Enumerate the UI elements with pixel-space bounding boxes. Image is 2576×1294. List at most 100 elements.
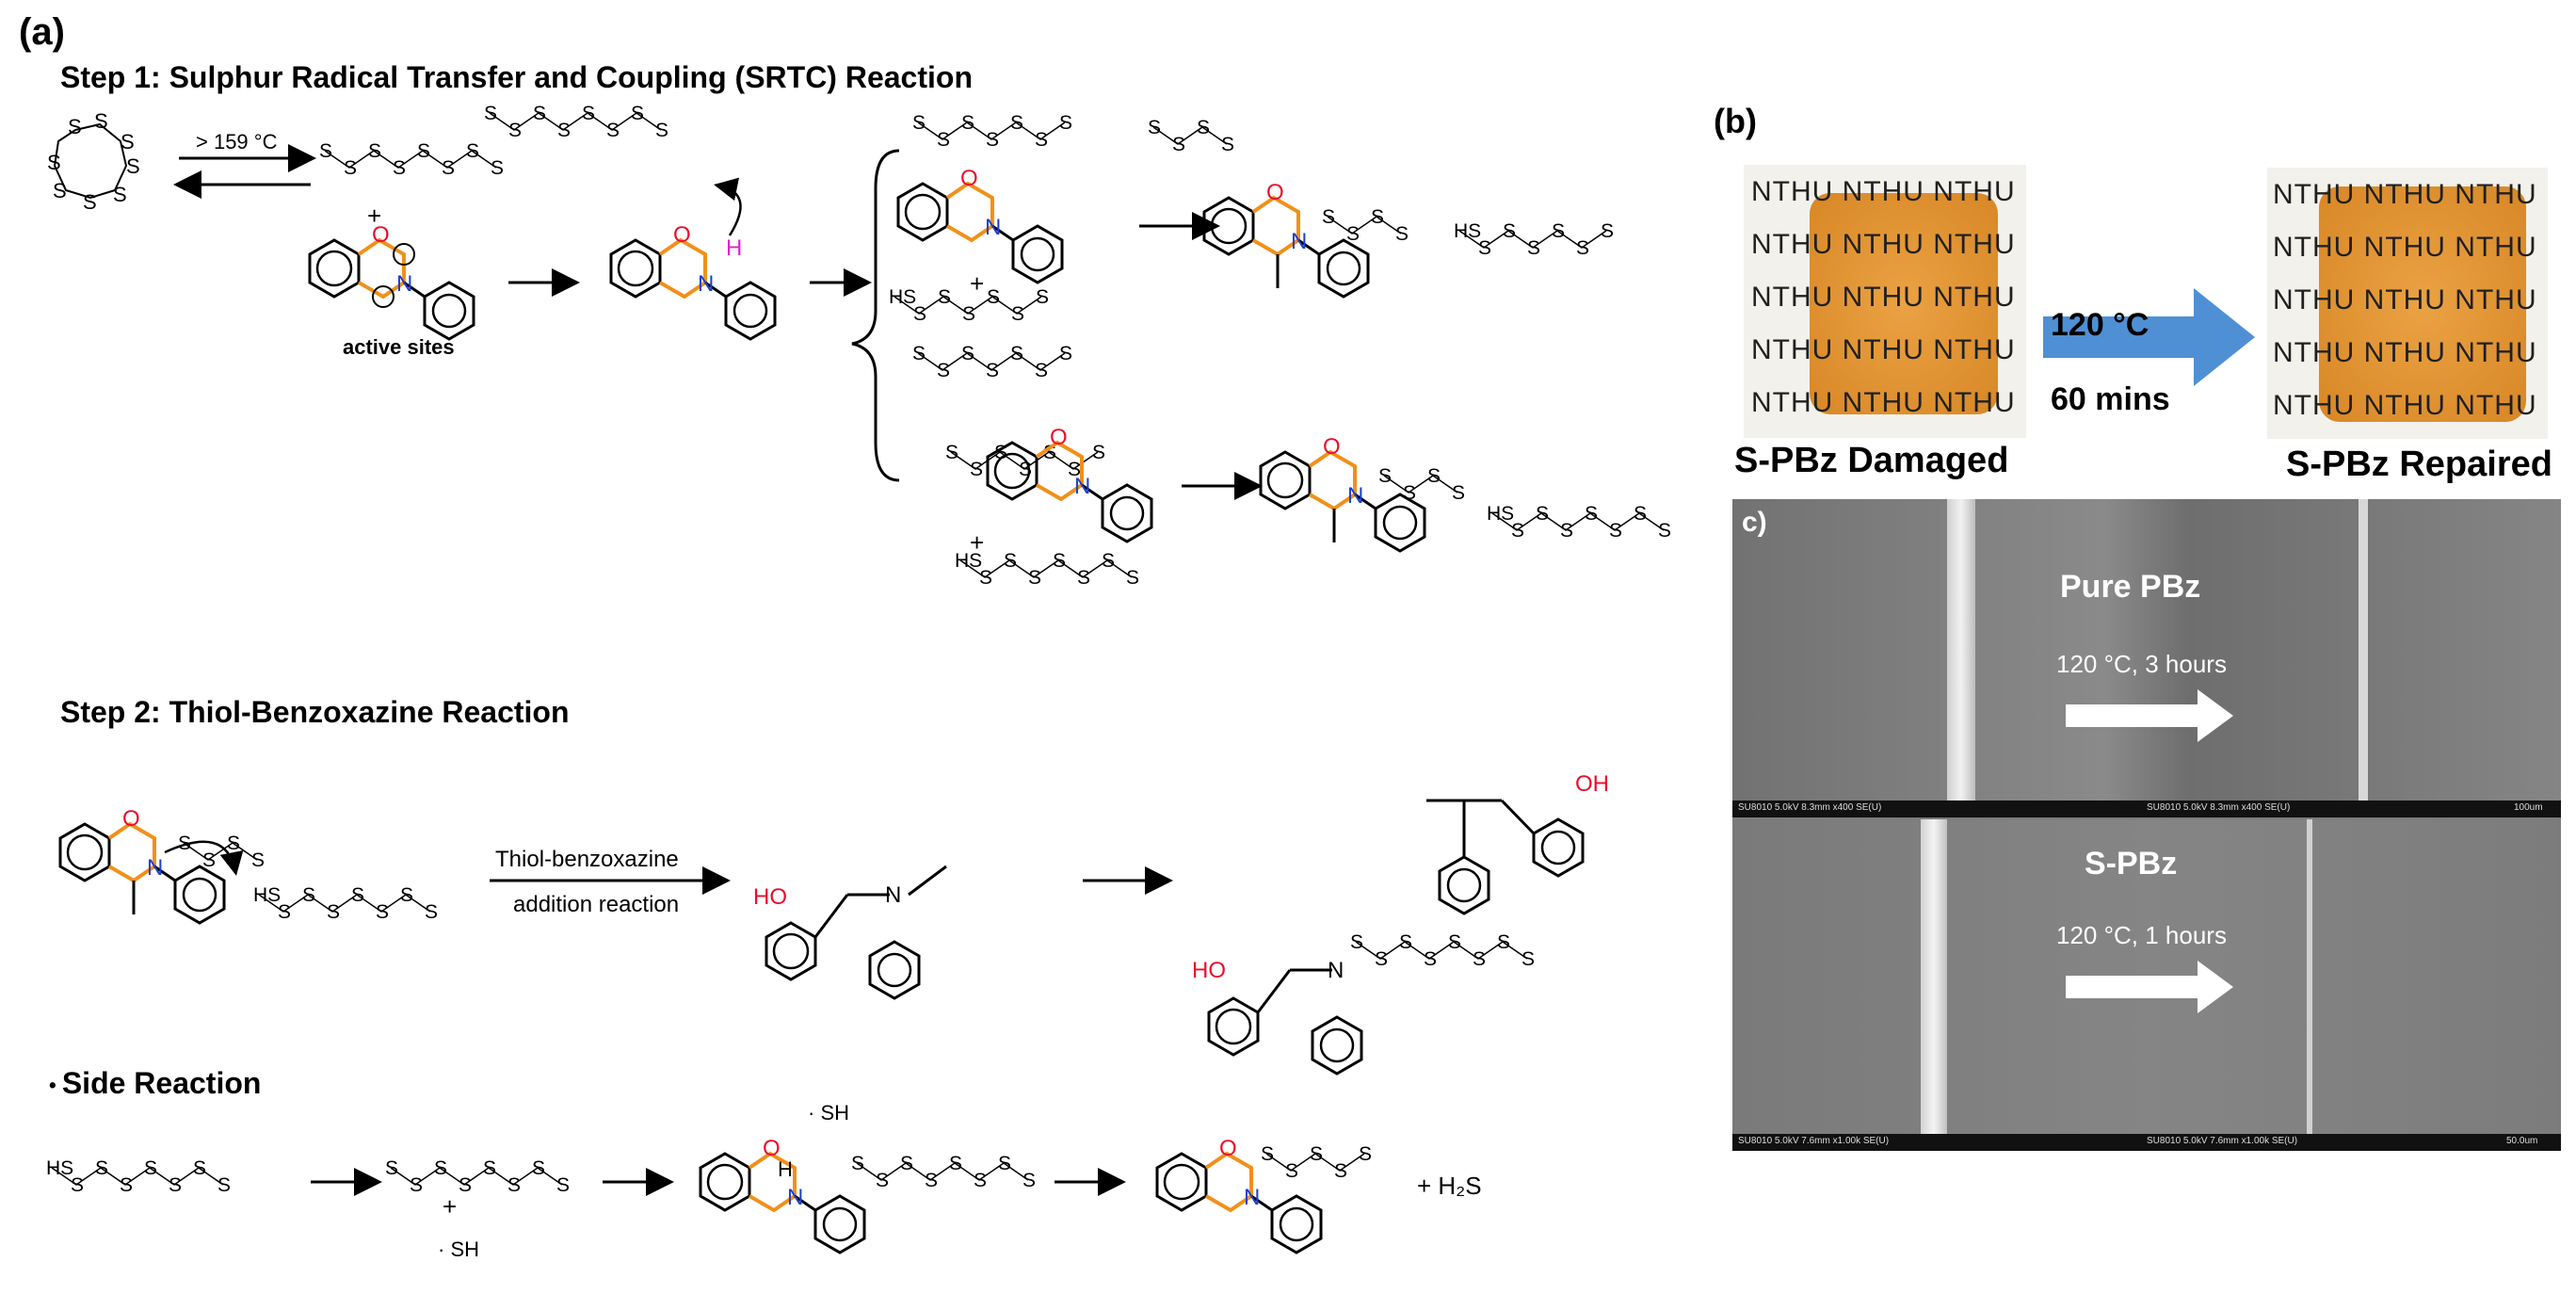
- svg-text:O: O: [960, 166, 978, 191]
- sulfur-chain: [950, 451, 1099, 470]
- h2s-byproduct: + H₂S: [1417, 1172, 1482, 1200]
- damaged-caption: S-PBz Damaged: [1734, 441, 2009, 480]
- sulfur-atom: S: [251, 849, 265, 871]
- svg-text:N: N: [1074, 474, 1090, 499]
- sulfur-atom: S: [1497, 931, 1510, 953]
- equilibrium-arrows: [173, 144, 316, 199]
- sulfur-atom: S: [1375, 948, 1388, 970]
- sulfur-atom: S: [1148, 117, 1161, 138]
- sh-radical-label: · SH: [438, 1237, 479, 1261]
- sulfur-atom: S: [327, 901, 340, 923]
- sulfur-atom: HS: [889, 286, 916, 308]
- sulfur-atom: S: [483, 1157, 496, 1179]
- sulfur-atom: S: [1028, 567, 1041, 589]
- sulfur-atom: S: [1473, 948, 1486, 970]
- sulfur-atom: S: [1609, 520, 1622, 542]
- sulfur-atom: S: [533, 103, 546, 124]
- sulfur-atom: S: [1310, 1143, 1323, 1165]
- sulfur-atom: S: [962, 303, 975, 325]
- sulfur-atom: S: [351, 884, 364, 906]
- sulfur-atom: S: [1172, 134, 1185, 155]
- sem-top-condition: 120 °C, 3 hours: [2056, 650, 2227, 678]
- benzoxazine-sulfide-reactant: O N: [58, 806, 244, 925]
- benzoxazine-radical-upper: O N: [896, 166, 1064, 284]
- sulfur-atom: S: [459, 1174, 472, 1196]
- svg-text:N: N: [1347, 483, 1363, 509]
- sulfur-chain: [894, 296, 1042, 315]
- repaired-caption: S-PBz Repaired: [2286, 445, 2552, 484]
- sulfur-atom: S: [1478, 237, 1491, 259]
- sulfur-atom: S: [987, 286, 1000, 308]
- svg-text:HO: HO: [1192, 958, 1226, 983]
- svg-text:N: N: [1244, 1185, 1260, 1210]
- sulfur-atom: S: [1527, 237, 1540, 259]
- sulfur-chain: [1265, 1153, 1365, 1172]
- sulfur-atom: S: [1448, 931, 1461, 953]
- sulfur-atom: S: [925, 1170, 938, 1191]
- svg-text:· SH: · SH: [808, 1101, 849, 1124]
- sulfur-atom: S: [1634, 503, 1647, 525]
- sulfur-atom: S: [1261, 1143, 1274, 1165]
- svg-text:O: O: [763, 1136, 781, 1161]
- sulfur-chain: [1327, 216, 1402, 235]
- svg-text:H: H: [778, 1157, 793, 1181]
- sulfur-atom: S: [1053, 550, 1066, 572]
- svg-text:O: O: [1050, 425, 1068, 450]
- svg-text:S: S: [94, 109, 108, 133]
- sulfur-atom: S: [400, 884, 413, 906]
- s8-ring: S S S S S S S S: [47, 109, 140, 214]
- sulfur-atom: S: [1068, 459, 1081, 480]
- sulfur-atom: S: [1011, 303, 1024, 325]
- svg-text:N: N: [698, 271, 714, 297]
- sulfur-atom: S: [1427, 465, 1441, 487]
- sulfur-chain: [1491, 512, 1665, 531]
- benzoxazine-h-abstraction: O N H: [609, 177, 777, 341]
- sulfur-atom: S: [945, 442, 958, 463]
- active-sites-label: active sites: [343, 335, 455, 359]
- sulfur-atom: S: [1576, 237, 1589, 259]
- oxygen-atom: O: [372, 222, 390, 248]
- svg-text:S: S: [121, 130, 135, 154]
- sulfur-atom: S: [937, 129, 950, 151]
- svg-text:S: S: [83, 190, 97, 214]
- sulfur-atom: HS: [1454, 220, 1481, 242]
- sulfur-atom: S: [169, 1174, 182, 1196]
- sulfur-atom: S: [1552, 220, 1565, 242]
- svg-text:OH: OH: [1575, 771, 1609, 797]
- sulfur-atom: S: [71, 1174, 84, 1196]
- svg-text:S: S: [113, 183, 127, 206]
- sulfur-atom: S: [970, 459, 983, 480]
- sulfur-atom: S: [986, 360, 999, 381]
- sulfur-atom: S: [1503, 220, 1516, 242]
- healing-temp-label: 120 °C: [2051, 307, 2149, 343]
- sulfur-atom: S: [227, 833, 240, 854]
- sulfur-atom: S: [1359, 1143, 1372, 1165]
- sulfur-chain: [1458, 230, 1607, 249]
- sulfur-atom: S: [344, 157, 357, 179]
- sulfur-atom: S: [979, 567, 992, 589]
- sulfur-atom: S: [120, 1174, 133, 1196]
- sulfur-chain: [917, 352, 1066, 371]
- sulfur-atom: S: [1658, 520, 1671, 542]
- sulfur-atom: S: [95, 1157, 108, 1179]
- sulfur-chain: [1383, 475, 1458, 493]
- ring-opened-product: HO N: [753, 865, 947, 1000]
- product-brace: [851, 149, 900, 482]
- svg-text:+: +: [970, 269, 984, 298]
- sulfur-atom: S: [1334, 1160, 1347, 1182]
- panel-c-label: c): [1742, 507, 1767, 538]
- sulfur-atom: S: [912, 112, 926, 134]
- svg-text:S: S: [53, 179, 67, 202]
- atom-s: S: [68, 115, 82, 138]
- sem-images: SU8010 5.0kV 8.3mm x400 SE(U) SU8010 5.0…: [1732, 499, 2561, 1151]
- sulfur-atom: S: [1346, 223, 1360, 245]
- benzoxazine-product-lower: O N: [1259, 434, 1426, 553]
- svg-text:O: O: [1266, 180, 1284, 205]
- sulfur-chain: [489, 112, 662, 131]
- svg-text:N: N: [787, 1185, 803, 1210]
- sulfur-chain: [390, 1167, 563, 1186]
- sulfur-atom: S: [961, 112, 974, 134]
- sulfur-atom: S: [1126, 567, 1139, 589]
- benzoxazine-radical-lower: O N: [986, 425, 1153, 543]
